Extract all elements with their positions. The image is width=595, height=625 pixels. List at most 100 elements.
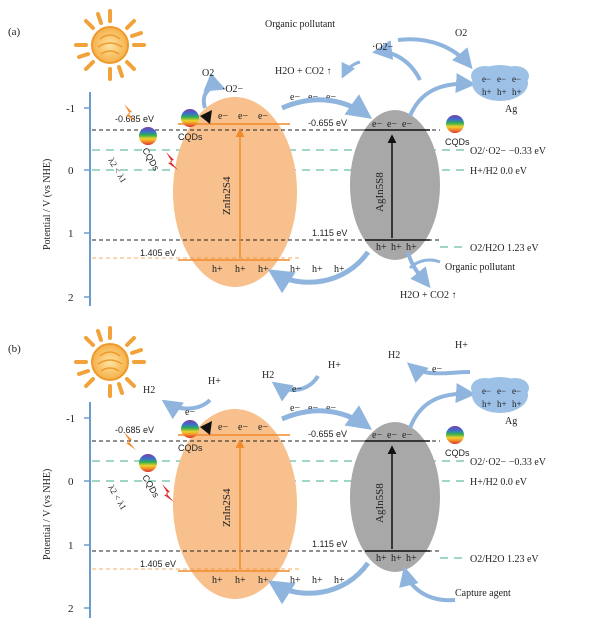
ref-label-o2: O2/·O2− −0.33 eV <box>470 457 547 468</box>
hole: h+ <box>258 264 269 275</box>
ag-cocatalyst: e− e− e− h+ h+ h+ Ag <box>471 65 529 115</box>
electron: e− <box>258 111 268 122</box>
light-bolt-icon <box>124 432 136 450</box>
electron: e− <box>482 386 491 396</box>
tick-label: -1 <box>66 103 75 115</box>
cqds-quantum-dot: CQDs <box>139 454 161 500</box>
znin-label: ZnIn2S4 <box>221 176 233 215</box>
value-vb-znin: 1.405 eV <box>140 248 176 258</box>
bottom-products: H2O + CO2 ↑ <box>400 290 456 301</box>
cqds-label: CQDs <box>140 473 161 500</box>
electron: e− <box>497 74 506 84</box>
electron: e− <box>238 422 248 433</box>
pollutant-in-arrow <box>408 258 441 270</box>
cqds-label: CQDs <box>178 443 203 453</box>
ag-cocatalyst: e− e− e− h+ h+ h+ Ag <box>471 377 529 427</box>
electron: e− <box>218 111 228 122</box>
h2-evolution-arrow-left <box>161 398 212 420</box>
h2-mid: H2 <box>262 370 274 381</box>
hole: h+ <box>235 575 246 586</box>
electron: e− <box>432 364 442 375</box>
electron: e− <box>512 74 521 84</box>
tick-label: 0 <box>68 476 74 488</box>
superoxide-left: ·O2− <box>222 84 244 95</box>
o2-left: O2 <box>202 68 214 79</box>
electron-transfer-arrow <box>281 405 373 430</box>
hole: h+ <box>376 242 387 253</box>
electron: e− <box>402 119 412 130</box>
hole: h+ <box>512 87 522 97</box>
o2-top: O2 <box>455 28 467 39</box>
hole: h+ <box>290 575 301 586</box>
ref-label-h2: H+/H2 0.0 eV <box>470 477 528 488</box>
hplus-mid: H+ <box>328 360 341 371</box>
cqds-quantum-dot: CQDs <box>445 115 470 147</box>
light-bolt-icon <box>162 484 174 502</box>
hole: h+ <box>497 87 507 97</box>
hole-transfer-arrow <box>267 250 371 294</box>
agin-label: AgIn5S8 <box>374 483 386 523</box>
ref-label-o2: O2/·O2− −0.33 eV <box>470 146 547 157</box>
hole: h+ <box>312 575 323 586</box>
o2-to-ag-arrow <box>397 37 473 70</box>
hole: h+ <box>497 399 507 409</box>
agin-label: AgIn5S8 <box>374 172 386 212</box>
znin-label: ZnIn2S4 <box>221 488 233 527</box>
h2-right: H2 <box>388 350 400 361</box>
electron: e− <box>258 422 268 433</box>
hole: h+ <box>212 575 223 586</box>
ag-label: Ag <box>505 416 517 427</box>
hole: h+ <box>391 242 402 253</box>
superoxide-release-arrow <box>372 40 422 81</box>
cqds-label: CQDs <box>178 132 203 142</box>
value-vb-znin: 1.405 eV <box>140 559 176 569</box>
y-axis-title: Potential / V (vs NHE) <box>42 159 53 250</box>
value-cb-znin: -0.685 eV <box>115 114 154 124</box>
electron-transfer-arrow <box>281 94 373 119</box>
light-bolt-icon <box>124 104 136 122</box>
hole-transfer-arrow <box>267 561 371 605</box>
hole: h+ <box>406 242 417 253</box>
sun-icon <box>74 9 146 81</box>
value-cb-agin: -0.655 eV <box>308 118 347 128</box>
tick-label: 2 <box>68 292 74 304</box>
electron: e− <box>402 430 412 441</box>
hole: h+ <box>258 575 269 586</box>
electron: e− <box>185 407 195 418</box>
electron: e− <box>326 92 336 103</box>
cqds-label: CQDs <box>445 137 470 147</box>
h2-evolution-arrow-mid <box>271 374 320 402</box>
sun-icon <box>74 326 146 398</box>
electron-to-ag-arrow <box>408 73 476 117</box>
cqds-label: CQDs <box>445 448 470 458</box>
capture-agent-arrow <box>399 566 456 603</box>
ref-label-h2: H+/H2 0.0 eV <box>470 166 528 177</box>
hole: h+ <box>312 264 323 275</box>
top-products: H2O + CO2 ↑ <box>275 66 331 77</box>
y-axis-title: Potential / V (vs NHE) <box>42 469 53 560</box>
light-bolt-icon <box>166 152 178 170</box>
electron: e− <box>372 430 382 441</box>
electron-to-ag-arrow <box>408 383 476 429</box>
bottom-pollutant: Organic pollutant <box>445 262 515 273</box>
o2-reduction-arrow <box>201 72 226 109</box>
tick-label: 2 <box>68 603 74 615</box>
y-axis-a: -1 0 1 2 Potential / V (vs NHE) <box>42 92 91 306</box>
value-vb-agin: 1.115 eV <box>312 228 347 238</box>
electron: e− <box>512 386 521 396</box>
electron: e− <box>387 430 397 441</box>
cqds-quantum-dot: CQDs <box>139 127 161 173</box>
hole: h+ <box>482 399 492 409</box>
hole: h+ <box>391 553 402 564</box>
electron: e− <box>482 74 491 84</box>
top-pollutant: Organic pollutant <box>265 19 335 30</box>
electron: e− <box>372 119 382 130</box>
capture-agent: Capture agent <box>455 588 511 599</box>
tick-label: -1 <box>66 413 75 425</box>
panel-b-label: (b) <box>8 343 21 355</box>
ref-label-h2o: O2/H2O 1.23 eV <box>470 243 539 254</box>
cqds-quantum-dot: CQDs <box>178 109 212 142</box>
panel-a: (a) -1 0 1 2 Potential / V <box>8 9 547 306</box>
